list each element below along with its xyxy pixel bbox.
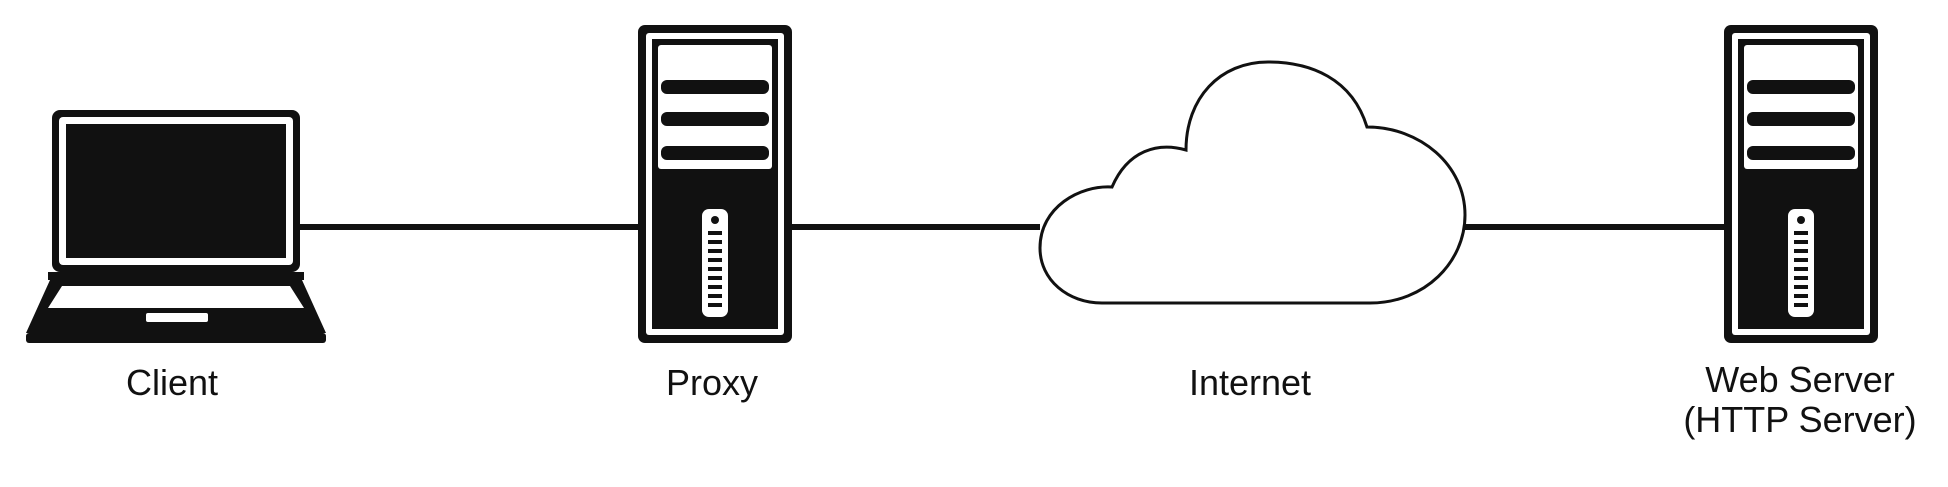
client-label: Client [126,362,218,403]
web-server-sublabel: (HTTP Server) [1683,399,1916,440]
proxy-label: Proxy [666,362,758,403]
laptop-icon [26,110,326,343]
cloud-icon [1038,60,1467,305]
proxy-server-tower-icon [638,25,792,343]
web-server-label: Web Server [1705,359,1894,400]
web-server-tower-icon [1724,25,1878,343]
internet-label: Internet [1189,362,1311,403]
